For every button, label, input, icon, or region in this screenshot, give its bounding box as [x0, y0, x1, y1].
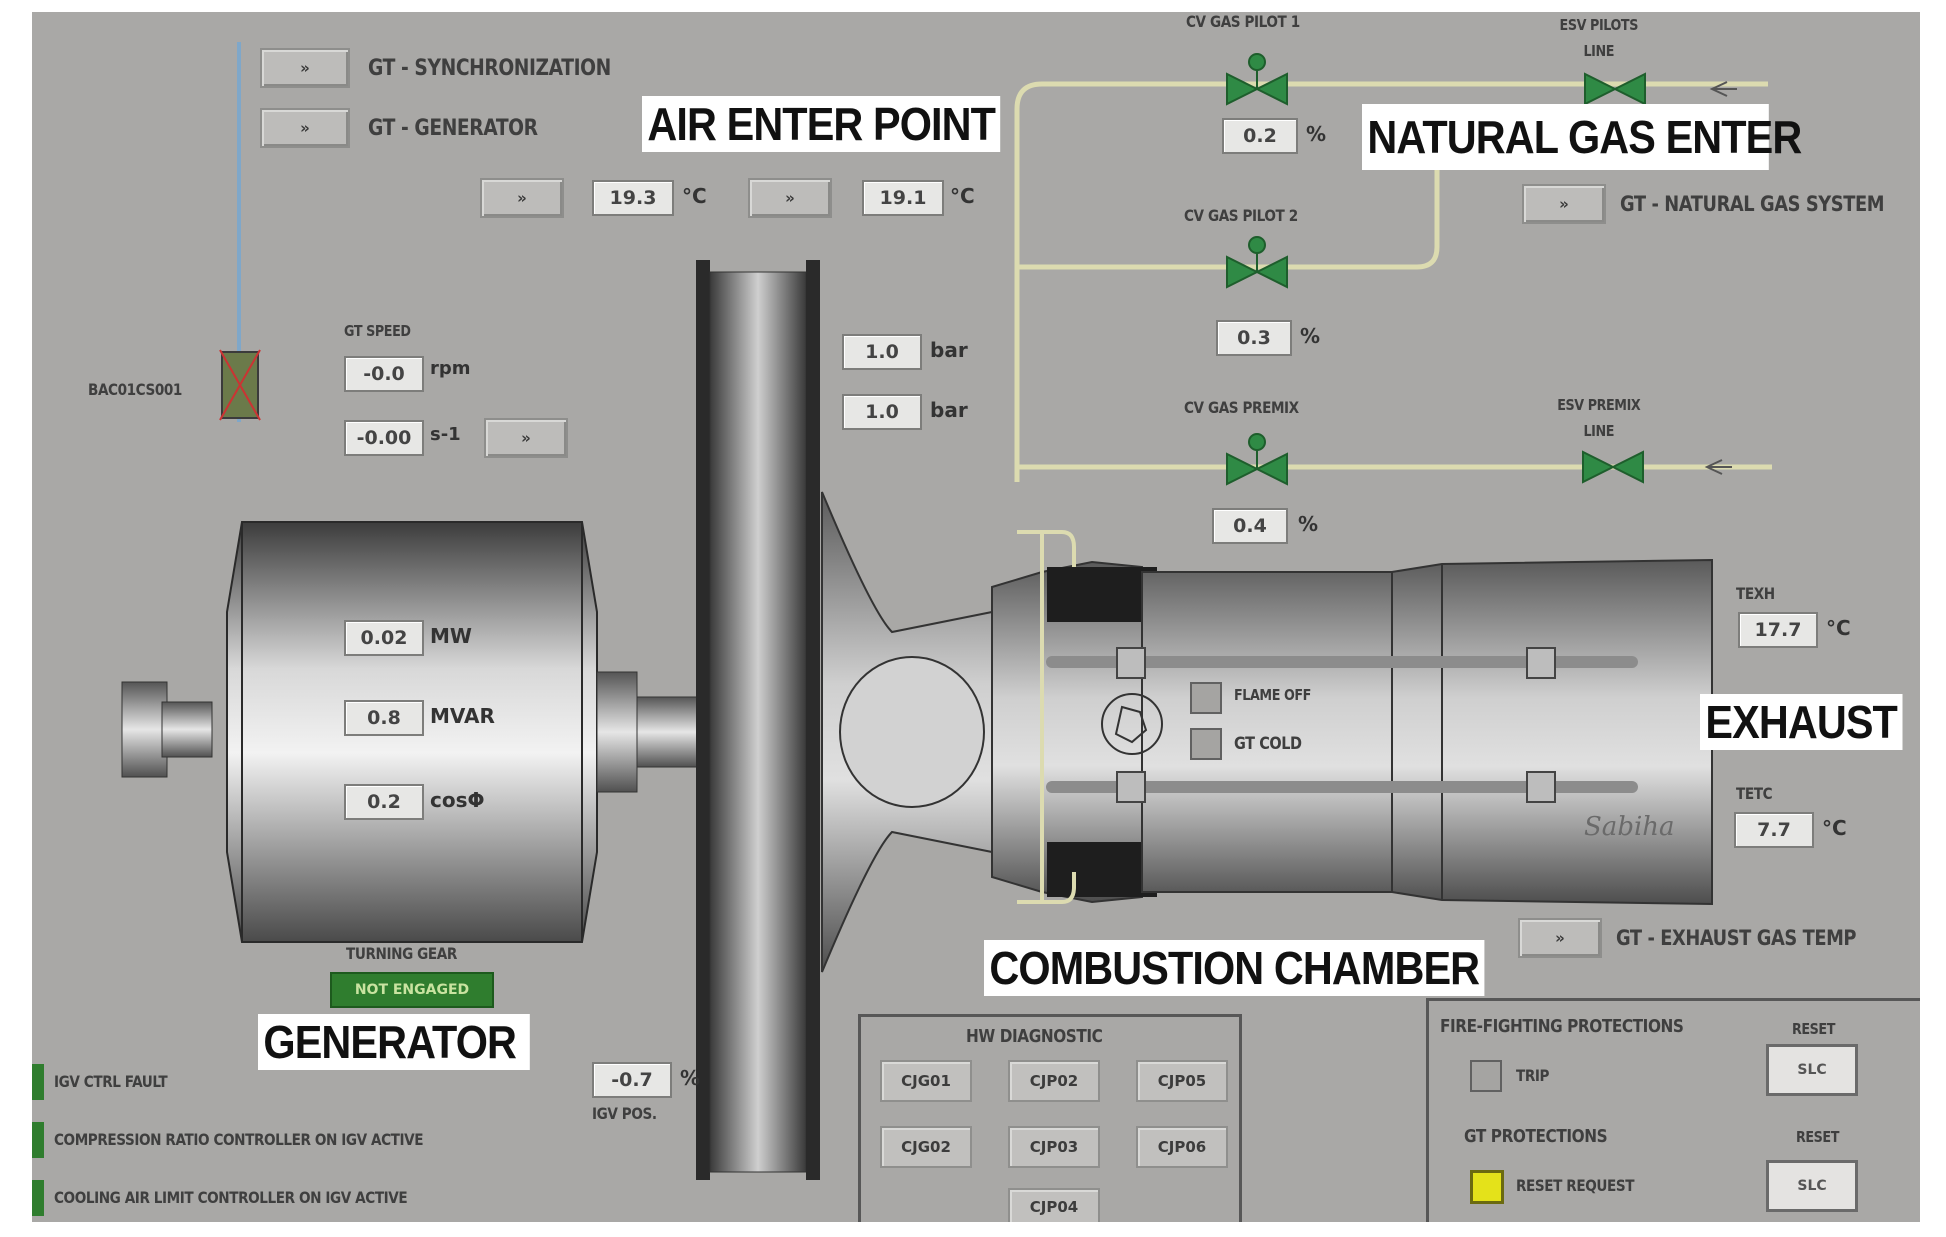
combustion-chamber-annotation: COMBUSTION CHAMBER	[984, 940, 1485, 996]
cv-gas-pilot2-label: CV GAS PILOT 2	[1184, 206, 1298, 225]
reset-request-indicator	[1470, 1170, 1504, 1204]
hw-diag-cjp03-button[interactable]: CJP03	[1008, 1126, 1100, 1168]
hw-diag-cjg02-button[interactable]: CJG02	[880, 1126, 972, 1168]
gt-speed-rpm-unit: rpm	[430, 358, 471, 379]
air-temp2-nav-button[interactable]: »	[748, 178, 832, 218]
manual-valve-icon[interactable]	[220, 348, 262, 422]
air-enter-point-annotation: AIR ENTER POINT	[642, 96, 1001, 152]
brand-text: Sabiha	[1584, 812, 1675, 842]
generator-cos-unit: cosΦ	[430, 788, 485, 812]
gt-generator-label: GT - GENERATOR	[368, 116, 538, 141]
cv-gas-pilot2-unit: %	[1300, 324, 1321, 348]
igv-pos-unit: %	[680, 1066, 701, 1090]
air-temp2-value: 19.1	[862, 180, 944, 216]
hw-diag-cjp04-button[interactable]: CJP04	[1008, 1188, 1100, 1222]
alarm-cooling-air-limit: COOLING AIR LIMIT CONTROLLER ON IGV ACTI…	[54, 1188, 408, 1207]
air-pressure1-value: 1.0	[842, 334, 922, 370]
natural-gas-enter-annotation: NATURAL GAS ENTER	[1362, 104, 1802, 170]
gt-synchronization-label: GT - SYNCHRONIZATION	[368, 56, 611, 81]
turning-gear-status: NOT ENGAGED	[330, 972, 494, 1008]
gt-speed-nav-button[interactable]: »	[484, 418, 568, 458]
fire-fighting-reset-button[interactable]: SLC	[1766, 1044, 1858, 1096]
hw-diag-cjg01-button[interactable]: CJG01	[880, 1060, 972, 1102]
gt-speed-accel-value: -0.00	[344, 420, 424, 456]
gt-natural-gas-system-button[interactable]: »	[1522, 184, 1606, 224]
hw-diag-cjp06-button[interactable]: CJP06	[1136, 1126, 1228, 1168]
flame-off-label: FLAME OFF	[1234, 686, 1311, 704]
air-pressure2-unit: bar	[930, 398, 968, 422]
esv-premix-line-label: ESV PREMIX LINE	[1557, 396, 1641, 440]
gt-exhaust-gas-temp-button[interactable]: »	[1518, 918, 1602, 958]
air-pressure1-unit: bar	[930, 338, 968, 362]
air-temp1-value: 19.3	[592, 180, 674, 216]
flame-off-indicator	[1190, 682, 1222, 714]
cv-gas-pilot1-value: 0.2	[1222, 118, 1298, 154]
esv-pilots-line-label: ESV PILOTS LINE	[1559, 16, 1639, 60]
protections-panel	[1426, 998, 1920, 1222]
igv-pos-value: -0.7	[592, 1062, 672, 1098]
gt-protections-reset-button[interactable]: SLC	[1766, 1160, 1858, 1212]
exhaust-annotation: EXHAUST	[1700, 694, 1903, 750]
gt-speed-title: GT SPEED	[344, 322, 411, 340]
turning-gear-label: TURNING GEAR	[346, 944, 457, 963]
trip-label: TRIP	[1516, 1066, 1550, 1085]
trip-indicator	[1470, 1060, 1502, 1092]
hw-diagnostic-title: HW DIAGNOSTIC	[966, 1026, 1103, 1047]
gt-protections-reset-label: RESET	[1796, 1128, 1840, 1146]
texh-value: 17.7	[1738, 612, 1818, 648]
tetc-label: TETC	[1736, 784, 1773, 803]
hw-diag-cjp05-button[interactable]: CJP05	[1136, 1060, 1228, 1102]
gas-turbine-diagram	[32, 42, 1772, 1216]
air-temp2-unit: °C	[950, 184, 975, 208]
gt-protections-title: GT PROTECTIONS	[1464, 1126, 1608, 1147]
fire-fighting-reset-label: RESET	[1792, 1020, 1836, 1038]
gt-synchronization-button[interactable]: »	[260, 48, 350, 88]
hw-diag-cjp02-button[interactable]: CJP02	[1008, 1060, 1100, 1102]
gt-speed-accel-unit: s-1	[430, 424, 461, 445]
air-temp1-nav-button[interactable]: »	[480, 178, 564, 218]
tetc-value: 7.7	[1734, 812, 1814, 848]
generator-mvar-value: 0.8	[344, 700, 424, 736]
cv-gas-premix-label: CV GAS PREMIX	[1184, 398, 1299, 417]
air-pressure2-value: 1.0	[842, 394, 922, 430]
generator-mw-value: 0.02	[344, 620, 424, 656]
alarm-igv-ctrl-fault: IGV CTRL FAULT	[54, 1072, 168, 1091]
generator-cos-value: 0.2	[344, 784, 424, 820]
gt-cold-indicator	[1190, 728, 1222, 760]
alarm-compression-ratio: COMPRESSION RATIO CONTROLLER ON IGV ACTI…	[54, 1130, 424, 1149]
gt-exhaust-gas-temp-label: GT - EXHAUST GAS TEMP	[1616, 926, 1857, 950]
hw-diagnostic-panel	[858, 1014, 1242, 1222]
texh-label: TEXH	[1736, 584, 1775, 603]
gt-cold-label: GT COLD	[1234, 734, 1302, 754]
generator-mvar-unit: MVAR	[430, 704, 495, 728]
gt-natural-gas-system-label: GT - NATURAL GAS SYSTEM	[1620, 192, 1885, 216]
air-temp1-unit: °C	[682, 184, 707, 208]
valve-tag-label: BAC01CS001	[88, 380, 182, 399]
cv-gas-pilot1-unit: %	[1306, 122, 1327, 146]
cv-gas-premix-value: 0.4	[1212, 508, 1288, 544]
reset-request-label: RESET REQUEST	[1516, 1176, 1635, 1195]
generator-mw-unit: MW	[430, 624, 472, 648]
texh-unit: °C	[1826, 616, 1851, 640]
cv-gas-pilot1-label: CV GAS PILOT 1	[1186, 12, 1300, 31]
generator-annotation: GENERATOR	[258, 1014, 530, 1070]
tetc-unit: °C	[1822, 816, 1847, 840]
igv-pos-label: IGV POS.	[592, 1104, 657, 1123]
cv-gas-pilot2-value: 0.3	[1216, 320, 1292, 356]
gt-generator-button[interactable]: »	[260, 108, 350, 148]
fire-fighting-title: FIRE-FIGHTING PROTECTIONS	[1440, 1016, 1684, 1037]
cv-gas-premix-unit: %	[1298, 512, 1319, 536]
gt-speed-rpm-value: -0.0	[344, 356, 424, 392]
